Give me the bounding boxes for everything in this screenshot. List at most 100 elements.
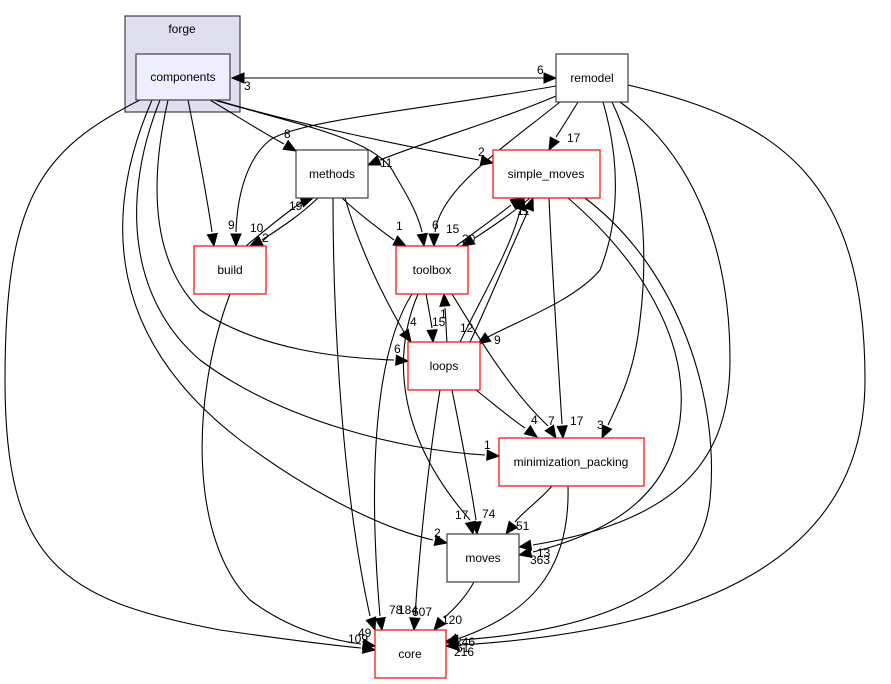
edge-label-methods-loops[interactable]: 4 — [410, 315, 417, 329]
edge-label-remodel-moves[interactable]: 13 — [537, 546, 551, 560]
node-remodel[interactable]: remodel — [555, 53, 629, 103]
node-build-box — [193, 245, 267, 295]
edge-methods-build[interactable] — [248, 197, 319, 247]
edge-line — [235, 85, 557, 233]
node-loops[interactable]: loops — [407, 341, 481, 391]
edge-toolbox-core[interactable] — [373, 293, 413, 632]
edge-label-components-core[interactable]: 49 — [358, 626, 372, 640]
edge-toolbox-minimization_packing[interactable] — [451, 293, 557, 440]
arrowhead-icon — [517, 546, 533, 559]
edge-label-remodel-minimization_packing[interactable]: 3 — [597, 418, 604, 432]
edge-loops-toolbox[interactable] — [439, 292, 451, 343]
edge-build-core[interactable] — [201, 293, 377, 650]
arrowhead-icon — [282, 139, 298, 152]
edge-components-loops[interactable] — [156, 99, 410, 366]
edge-label-toolbox-loops[interactable]: 15 — [432, 315, 446, 329]
edge-label-remodel-methods[interactable]: 11 — [380, 156, 393, 170]
edge-label-methods-core[interactable]: 78 — [389, 603, 403, 617]
edge-components-minimization_packing[interactable] — [136, 99, 501, 461]
edge-label-simple_moves-minimization_packing[interactable]: 17 — [570, 414, 584, 428]
edge-line — [444, 307, 448, 343]
node-core[interactable]: core — [374, 629, 447, 679]
edge-line — [475, 389, 526, 429]
edge-minimization_packing-moves[interactable] — [505, 485, 553, 536]
edge-label-loops-toolbox[interactable]: 1 — [440, 307, 447, 321]
edge-loops-simple_moves[interactable] — [469, 196, 534, 343]
arrowhead-icon — [460, 234, 476, 247]
edge-line — [548, 197, 563, 425]
edge-minimization_packing-core[interactable] — [444, 485, 569, 645]
arrowhead-icon — [548, 136, 560, 152]
edge-label-components-simple_moves[interactable]: 2 — [478, 145, 485, 159]
edge-line — [459, 197, 713, 641]
node-moves-box — [446, 533, 520, 583]
edge-line — [414, 389, 441, 617]
edge-label-toolbox-core[interactable]: 184 — [398, 603, 418, 617]
edge-components-moves[interactable] — [122, 99, 449, 547]
node-moves[interactable]: moves — [446, 533, 520, 583]
edge-components-remodel[interactable] — [232, 72, 558, 84]
edge-label-loops-simple_moves[interactable]: 11 — [517, 204, 530, 218]
edge-components-methods[interactable] — [209, 99, 298, 152]
edge-label-loops-minimization_packing[interactable]: 4 — [531, 413, 538, 427]
edge-remodel-methods[interactable] — [366, 95, 557, 166]
edge-label-remodel-build[interactable]: 10 — [250, 221, 264, 235]
edge-label-moves-core[interactable]: 120 — [442, 613, 462, 627]
arrowhead-icon — [395, 354, 410, 366]
edge-label-build-methods[interactable]: 19 — [289, 199, 303, 213]
node-methods-box — [295, 149, 369, 199]
edge-label-remodel-loops[interactable]: 9 — [494, 333, 501, 347]
edge-label-components-moves[interactable]: 2 — [434, 526, 441, 540]
edge-methods-core[interactable] — [332, 197, 377, 632]
edge-simple_moves-moves[interactable] — [517, 197, 682, 559]
edge-label-toolbox-moves[interactable]: 17 — [455, 508, 469, 522]
arrowhead-icon — [601, 424, 613, 440]
edge-label-minimization_packing-core[interactable]: 216 — [454, 645, 474, 659]
edge-loops-core[interactable] — [409, 389, 441, 632]
edge-simple_moves-minimization_packing[interactable] — [548, 197, 568, 440]
node-build[interactable]: build — [193, 245, 267, 295]
edge-toolbox-loops[interactable] — [425, 293, 438, 344]
edge-label-components-remodel[interactable]: 6 — [537, 63, 544, 77]
edge-label-toolbox-minimization_packing[interactable]: 7 — [548, 414, 555, 428]
edge-label-loops-core[interactable]: 607 — [412, 605, 432, 619]
node-methods[interactable]: methods — [295, 149, 369, 199]
edge-remodel-toolbox[interactable] — [428, 101, 561, 248]
edge-label-remodel-components[interactable]: 3 — [244, 79, 251, 93]
edge-label-remodel-toolbox[interactable]: 15 — [446, 222, 460, 236]
edge-line — [451, 293, 549, 427]
edge-line — [434, 101, 561, 233]
edge-components-build[interactable] — [187, 99, 218, 248]
edge-label-remodel-core[interactable]: 61 — [456, 641, 470, 655]
edge-label-simple_moves-core[interactable]: 246 — [455, 635, 475, 649]
edge-label-methods-toolbox[interactable]: 1 — [396, 219, 403, 233]
edge-remodel-moves[interactable] — [517, 101, 731, 551]
edge-loops-simple_moves-12[interactable] — [459, 196, 526, 343]
edge-remodel-minimization_packing[interactable] — [601, 101, 645, 440]
edge-remodel-build[interactable] — [230, 85, 557, 248]
edge-line — [4, 99, 362, 649]
node-components[interactable]: components — [135, 53, 231, 101]
node-toolbox[interactable]: toolbox — [395, 245, 469, 295]
edge-label-components-methods[interactable]: 8 — [284, 127, 291, 141]
arrowhead-icon — [556, 425, 568, 440]
edge-label-components-toolbox[interactable]: 6 — [432, 218, 439, 232]
edge-label-loops-moves[interactable]: 74 — [482, 507, 496, 521]
node-simple-moves[interactable]: simple_moves — [492, 149, 601, 199]
edge-label-simple_moves-toolbox[interactable]: 20 — [462, 232, 476, 246]
edge-label-minimization_packing-moves[interactable]: 51 — [516, 519, 530, 533]
edge-loops-minimization_packing[interactable] — [475, 389, 539, 438]
edge-moves-core[interactable] — [433, 581, 475, 631]
edge-label-remodel-simple_moves[interactable]: 17 — [567, 131, 581, 145]
edge-remodel-simple_moves[interactable] — [548, 101, 579, 152]
edge-label-methods-build[interactable]: 2 — [262, 231, 269, 245]
node-minimization-packing[interactable]: minimization_packing — [498, 437, 645, 487]
edge-label-simple_moves-moves[interactable]: 363 — [530, 553, 550, 567]
edge-label-toolbox-simple_moves[interactable]: 3 — [513, 196, 520, 210]
edge-label-components-loops[interactable]: 6 — [394, 342, 401, 356]
edge-loops-moves[interactable] — [451, 389, 482, 536]
edge-label-loops-simple_moves-12[interactable]: 12 — [460, 321, 474, 335]
edge-label-build-core[interactable]: 109 — [348, 632, 368, 646]
edge-label-components-minimization_packing[interactable]: 1 — [484, 438, 491, 452]
edge-label-components-build[interactable]: 9 — [228, 218, 235, 232]
